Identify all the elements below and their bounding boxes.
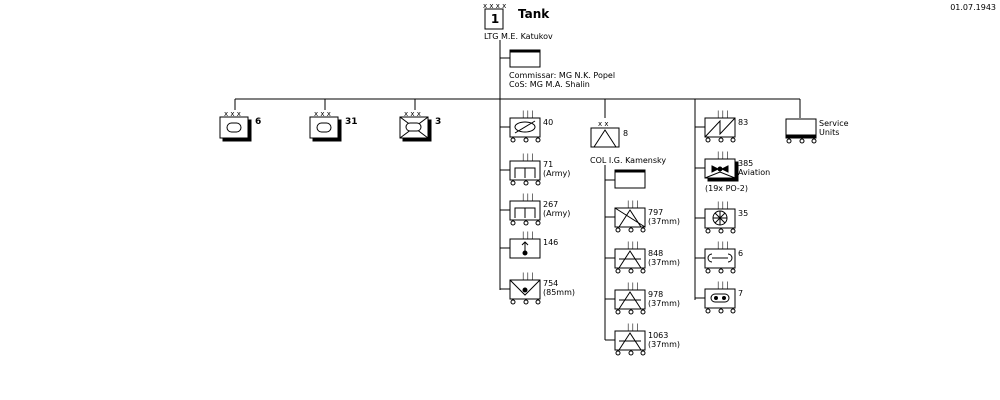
army-number: 1 <box>490 12 500 26</box>
aa-regiment-978-note: (37mm) <box>648 299 681 308</box>
unit-35-label: 35 <box>738 209 749 218</box>
corps-3-label: 3 <box>435 117 442 127</box>
svg-text:| | |: | | | <box>522 110 534 118</box>
unit-7-label: 7 <box>738 289 744 298</box>
svg-text:| | |: | | | <box>522 272 534 280</box>
aa-regiment-797-symbol <box>614 207 646 228</box>
svg-text:x x x: x x x <box>404 110 421 118</box>
aa-division-number: 8 <box>623 129 629 138</box>
unit-40-label: 40 <box>543 118 554 127</box>
svg-text:| | |: | | | <box>627 200 639 208</box>
aa-regiment-978-label: 978 <box>648 290 664 299</box>
unit-754-note: (85mm) <box>543 288 576 297</box>
svg-text:| | |: | | | <box>717 110 729 118</box>
staff-line-1: Commissar: MG N.K. Popel <box>509 71 616 80</box>
staff-hq-symbol <box>509 49 541 68</box>
unit-267-symbol <box>509 200 541 221</box>
aa-division-hq-symbol <box>614 169 646 189</box>
svg-text:| | |: | | | <box>522 153 534 161</box>
svg-text:| | |: | | | <box>522 231 534 239</box>
unit-385-note: Aviation <box>738 168 771 177</box>
aa-regiment-1063-symbol <box>614 330 646 351</box>
aa-regiment-797-note: (37mm) <box>648 217 681 226</box>
svg-text:| | |: | | | <box>717 201 729 209</box>
unit-146-label: 146 <box>543 238 559 247</box>
unit-40-symbol <box>509 117 541 138</box>
svg-text:| | |: | | | <box>717 151 729 159</box>
army-commander: LTG M.E. Katukov <box>484 32 553 41</box>
aa-regiment-978-symbol <box>614 289 646 310</box>
service-units-line2: Units <box>819 128 840 137</box>
aa-regiment-1063-note: (37mm) <box>648 340 681 349</box>
aa-regiment-848-symbol <box>614 248 646 269</box>
svg-text:| | |: | | | <box>522 193 534 201</box>
svg-text:| | |: | | | <box>717 241 729 249</box>
unit-35-symbol <box>704 208 736 229</box>
unit-71-symbol <box>509 160 541 181</box>
svg-text:| | |: | | | <box>627 241 639 249</box>
unit-385-sub: (19x PO-2) <box>705 184 749 193</box>
svg-text:x x: x x <box>598 120 609 128</box>
svg-text:x x x: x x x <box>314 110 331 118</box>
unit-6-symbol <box>704 248 736 269</box>
unit-754-label: 754 <box>543 279 559 288</box>
unit-7-symbol <box>704 288 736 309</box>
unit-385-label: 385 <box>738 159 754 168</box>
aa-division-8-symbol <box>590 127 620 148</box>
unit-71-label: 71 <box>543 160 554 169</box>
hq-symbol <box>484 8 504 30</box>
unit-754-symbol <box>509 279 541 300</box>
aa-regiment-848-label: 848 <box>648 249 664 258</box>
aa-division-commander: COL I.G. Kamensky <box>590 156 667 165</box>
army-title: Tank <box>518 7 550 21</box>
aa-regiment-797-label: 797 <box>648 208 664 217</box>
svg-text:x x x: x x x <box>224 110 241 118</box>
corps-6-label: 6 <box>255 117 262 127</box>
svg-text:x x x x: x x x x <box>483 2 506 10</box>
unit-83-symbol <box>704 117 736 138</box>
unit-71-note: (Army) <box>543 169 571 178</box>
aa-regiment-848-note: (37mm) <box>648 258 681 267</box>
unit-146-symbol <box>509 238 541 259</box>
unit-83-label: 83 <box>738 118 749 127</box>
corps-31-label: 31 <box>345 117 358 127</box>
svg-text:| | |: | | | <box>717 281 729 289</box>
unit-6-label: 6 <box>738 249 744 258</box>
unit-267-note: (Army) <box>543 209 571 218</box>
service-units-line1: Service <box>819 119 849 128</box>
staff-line-2: CoS: MG M.A. Shalin <box>509 80 590 89</box>
svg-text:| | |: | | | <box>627 323 639 331</box>
aa-regiment-1063-label: 1063 <box>648 331 669 340</box>
service-units-symbol <box>785 118 817 139</box>
date-label: 01.07.1943 <box>950 3 996 12</box>
unit-267-label: 267 <box>543 200 559 209</box>
svg-text:| | |: | | | <box>627 282 639 290</box>
